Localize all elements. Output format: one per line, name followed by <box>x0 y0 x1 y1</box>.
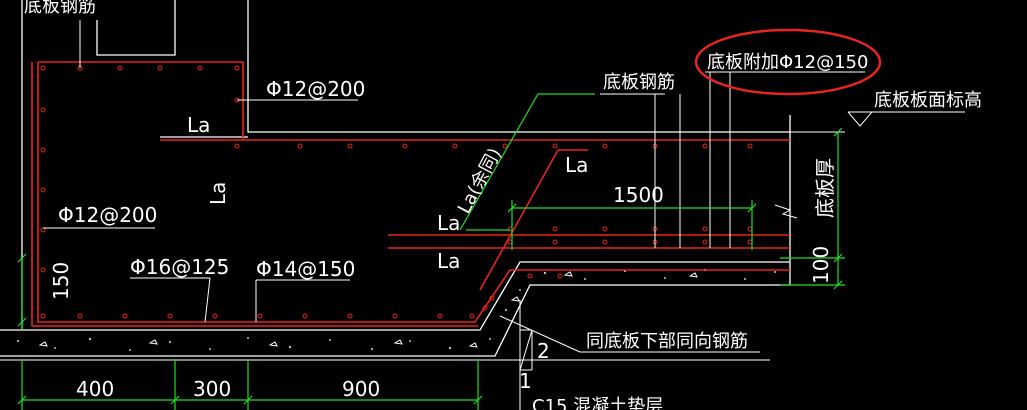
label-dim-300: 300 <box>193 377 231 401</box>
leader-lines <box>43 20 965 410</box>
label-la-dash: La(余同) <box>454 145 506 218</box>
label-anchor-la-4: La <box>437 211 460 235</box>
label-anchor-la-5: La <box>437 249 460 273</box>
label-anchor-la-3: La <box>565 153 588 177</box>
highlight-ellipse <box>694 28 882 96</box>
label-anchor-la-1: La <box>187 113 210 137</box>
cushion-hatch <box>16 268 776 351</box>
label-dim-1500: 1500 <box>613 183 664 207</box>
label-slope-2: 2 <box>537 339 550 363</box>
rebar-lines <box>31 61 790 327</box>
concrete-outline <box>0 0 845 361</box>
label-dim-100: 100 <box>809 246 833 284</box>
label-slab-top-elevation: 底板板面标高 <box>874 90 982 111</box>
label-bar-phi12-200-top: Φ12@200 <box>266 77 365 101</box>
label-cushion: C15 混凝土垫层 <box>532 396 663 410</box>
label-slope-1: 1 <box>519 369 532 393</box>
label-bar-phi12-200-left: Φ12@200 <box>58 203 157 227</box>
dimension-lines <box>17 93 845 410</box>
label-rebar-right: 底板钢筋 <box>603 72 675 93</box>
label-bar-phi14-150: Φ14@150 <box>256 257 355 281</box>
label-top-rebar: 底板钢筋 <box>24 0 96 17</box>
label-slab-thickness: 底板厚 <box>813 158 837 218</box>
label-dim-150: 150 <box>49 262 73 300</box>
label-anchor-la-2: La <box>206 182 230 205</box>
label-additional-rebar: 底板附加Φ12@150 <box>707 52 868 73</box>
label-bar-phi16-125: Φ16@125 <box>130 255 229 279</box>
label-same-as-bottom: 同底板下部同向钢筋 <box>586 331 748 352</box>
label-dim-400: 400 <box>76 377 114 401</box>
label-dim-900: 900 <box>342 377 380 401</box>
